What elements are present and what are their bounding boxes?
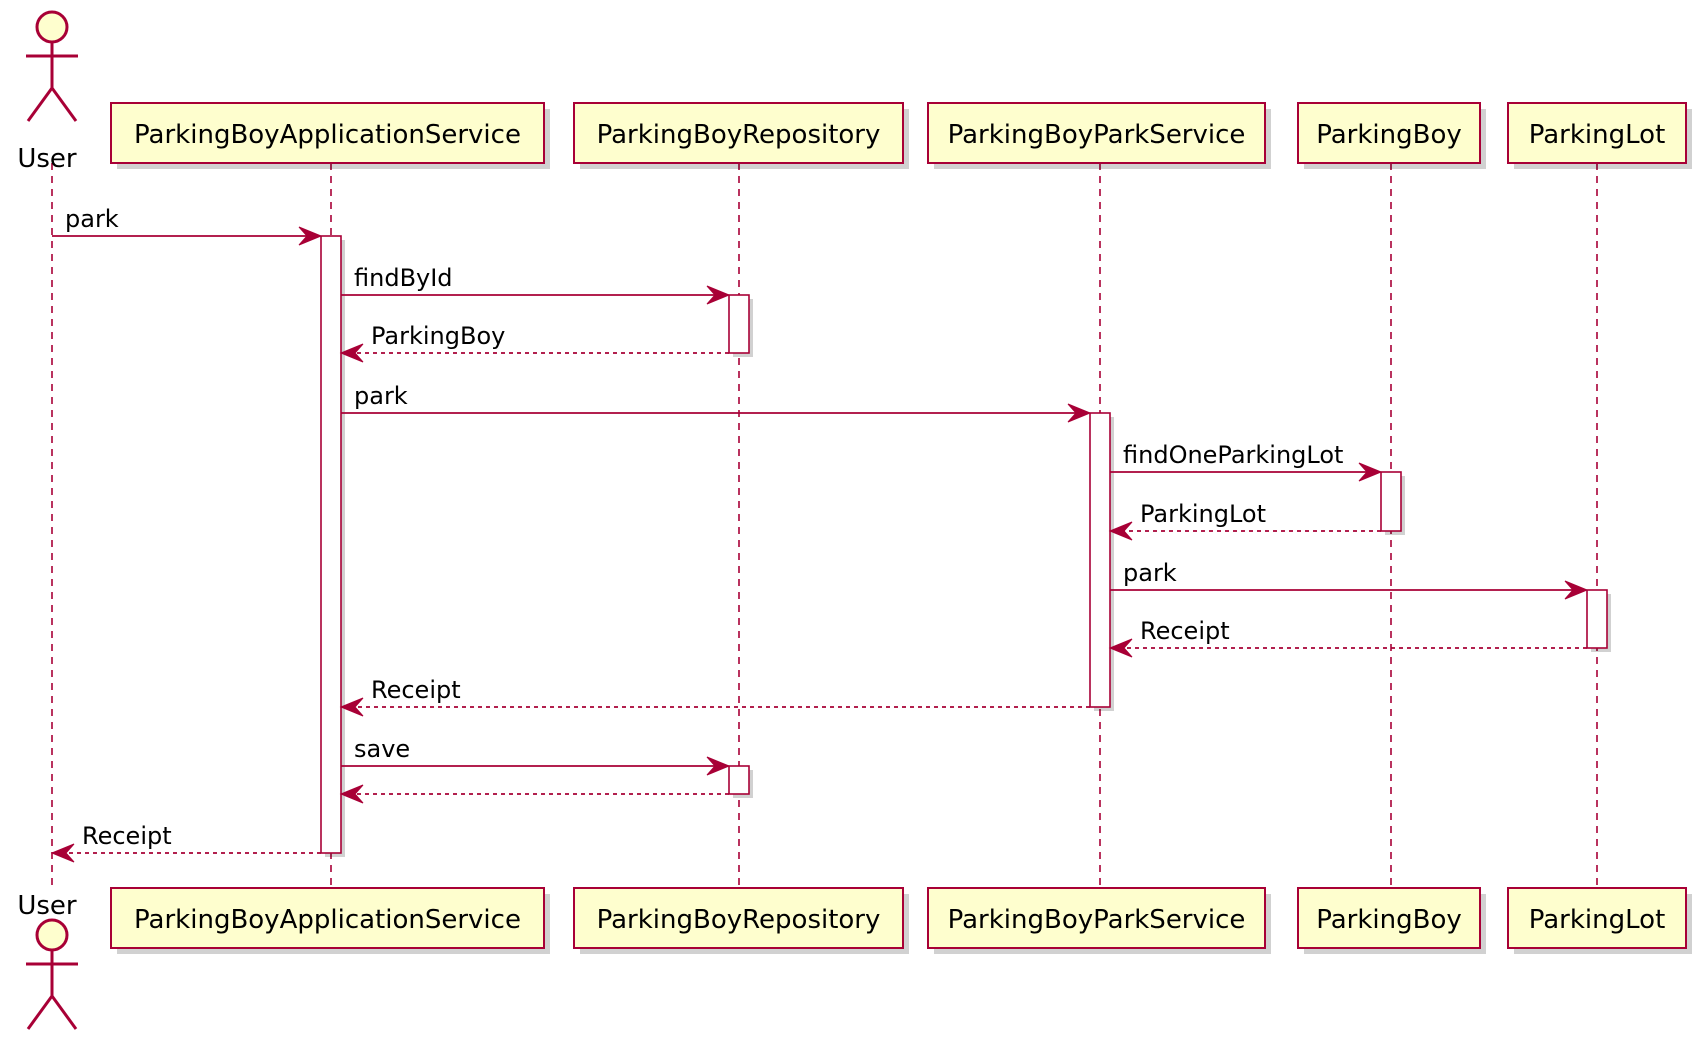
message-label: ParkingLot	[1140, 500, 1266, 528]
actor-leg-right	[50, 995, 78, 1030]
activation-bar-repo	[728, 294, 750, 354]
arrowhead	[298, 226, 323, 246]
participant-box	[927, 887, 1266, 949]
message-6: park	[1110, 559, 1589, 600]
participant-parksvc-top: ParkingBoyParkService	[927, 102, 1271, 169]
arrowhead	[1067, 403, 1092, 423]
actor-leg-left	[26, 87, 54, 122]
arrowhead	[1108, 638, 1133, 658]
participant-parksvc-bottom: ParkingBoyParkService	[927, 887, 1271, 954]
participant-box	[110, 102, 545, 164]
participant-label: ParkingBoyParkService	[948, 120, 1246, 150]
arrowhead	[339, 784, 364, 804]
participant-box	[1297, 102, 1481, 164]
arrowhead	[1564, 580, 1589, 600]
arrowhead	[706, 285, 731, 305]
participant-app-top: ParkingBoyApplicationService	[110, 102, 550, 169]
message-11: Receipt	[50, 822, 321, 863]
message-9: save	[341, 735, 731, 776]
participant-label: ParkingBoyRepository	[597, 120, 881, 150]
activation-bar-lot	[1586, 589, 1608, 649]
arrowhead	[1358, 462, 1383, 482]
participant-label: ParkingBoyApplicationService	[134, 905, 521, 935]
message-label: save	[354, 735, 410, 763]
lifelines	[51, 163, 1598, 888]
participants: UserUserParkingBoyApplicationServicePark…	[17, 10, 1692, 1030]
actor-leg-left	[26, 995, 54, 1030]
participant-repo-bottom: ParkingBoyRepository	[573, 887, 909, 954]
participant-box	[1507, 102, 1687, 164]
actor-label: User	[17, 144, 77, 174]
message-7: Receipt	[1108, 617, 1587, 658]
message-label: ParkingBoy	[371, 322, 505, 350]
activation-bars	[320, 235, 1611, 857]
message-label: findById	[354, 264, 453, 292]
participant-box	[573, 887, 904, 949]
message-label: Receipt	[1140, 617, 1230, 645]
message-2: ParkingBoy	[339, 322, 729, 363]
actor-head-icon	[35, 10, 69, 44]
message-label: Receipt	[82, 822, 172, 850]
participant-boy-top: ParkingBoy	[1297, 102, 1486, 169]
message-10	[339, 784, 729, 804]
participant-label: ParkingBoy	[1316, 905, 1462, 935]
participant-box	[1297, 887, 1481, 949]
participant-label: ParkingLot	[1529, 905, 1666, 935]
arrowhead	[706, 756, 731, 776]
actor-top: User	[17, 10, 78, 174]
message-label: park	[65, 205, 119, 233]
arrowhead	[339, 697, 364, 717]
participant-label: ParkingBoy	[1316, 120, 1462, 150]
participant-boy-bottom: ParkingBoy	[1297, 887, 1486, 954]
actor-label: User	[17, 891, 77, 921]
activation-bar-boy	[1380, 471, 1402, 532]
arrowhead	[1108, 521, 1133, 541]
message-5: ParkingLot	[1108, 500, 1381, 541]
participant-lot-bottom: ParkingLot	[1507, 887, 1692, 954]
participant-lot-top: ParkingLot	[1507, 102, 1692, 169]
participant-label: ParkingBoyApplicationService	[134, 120, 521, 150]
message-label: park	[354, 382, 408, 410]
participant-box	[110, 887, 545, 949]
participant-box	[927, 102, 1266, 164]
participant-box	[1507, 887, 1687, 949]
activation-bar-parksvc	[1089, 412, 1111, 708]
message-label: findOneParkingLot	[1123, 441, 1343, 469]
participant-label: ParkingBoyRepository	[597, 905, 881, 935]
message-label: park	[1123, 559, 1177, 587]
activation-bar-repo	[728, 765, 750, 795]
arrowhead	[339, 343, 364, 363]
message-1: findById	[341, 264, 731, 305]
message-3: park	[341, 382, 1092, 423]
participant-label: ParkingBoyParkService	[948, 905, 1246, 935]
message-4: findOneParkingLot	[1110, 441, 1383, 482]
participant-label: ParkingLot	[1529, 120, 1666, 150]
activation-bar-app	[320, 235, 342, 854]
message-0: park	[52, 205, 323, 246]
arrowhead	[50, 843, 75, 863]
actor-bottom: User	[17, 891, 78, 1030]
participant-repo-top: ParkingBoyRepository	[573, 102, 909, 169]
message-label: Receipt	[371, 676, 461, 704]
actor-leg-right	[50, 87, 78, 122]
participant-app-bottom: ParkingBoyApplicationService	[110, 887, 550, 954]
participant-box	[573, 102, 904, 164]
actor-head-icon	[35, 918, 69, 952]
message-8: Receipt	[339, 676, 1090, 717]
